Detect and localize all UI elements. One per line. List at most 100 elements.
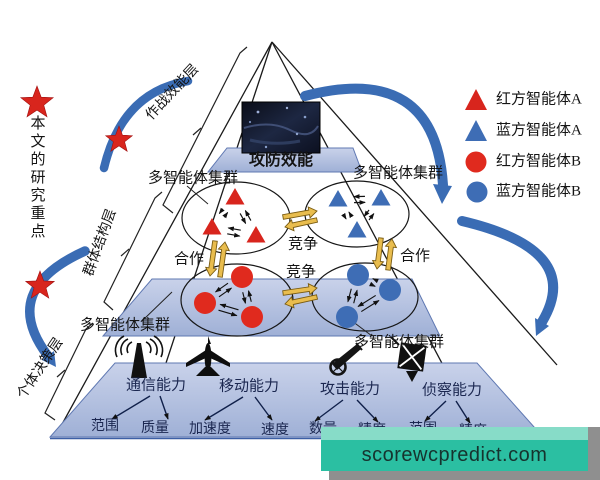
compete-label-middle: 竞争 xyxy=(285,264,317,281)
capability-attr-arrow xyxy=(111,395,151,420)
cluster-label-top-left: 多智能体集群 xyxy=(147,170,239,187)
gold-block-arrow xyxy=(284,294,319,309)
interaction-double-arrow xyxy=(360,300,380,313)
capability-attr-arrow xyxy=(356,399,379,423)
gold-block-arrow xyxy=(384,238,398,271)
combat-layer-bracket xyxy=(162,46,248,214)
capability-attr-arrow xyxy=(314,399,344,422)
interaction-double-arrow xyxy=(247,290,253,302)
attr-label-quality: 质量 xyxy=(141,421,169,436)
interaction-double-arrow xyxy=(372,278,379,284)
interaction-double-arrow xyxy=(353,289,359,304)
red-agent-b-icon xyxy=(231,266,253,288)
individual-layer-bracket xyxy=(44,322,94,421)
agent-shapes xyxy=(194,188,401,328)
flow-arrow-top-right xyxy=(300,83,448,190)
interaction-double-arrow xyxy=(363,209,370,218)
red-agent-b-icon xyxy=(241,306,263,328)
focus-stars xyxy=(19,85,134,299)
capability-label-comm: 通信能力 xyxy=(125,377,187,394)
interaction-double-arrow xyxy=(222,211,229,219)
airplane-icon xyxy=(186,336,230,376)
watermark: scorewcpredict.com xyxy=(321,440,588,471)
blue-agent-a-icon xyxy=(347,221,367,238)
interaction-double-arrow xyxy=(227,232,241,238)
blue-agent-b-icon xyxy=(347,264,369,286)
flow-arrowhead-top-right xyxy=(433,184,452,204)
flow-arrow-bottom-right xyxy=(457,216,559,327)
capability-attr-arrow xyxy=(204,396,244,421)
research-focus-star-icon xyxy=(19,85,55,118)
interaction-double-arrow xyxy=(346,288,352,303)
coop-label-left: 合作 xyxy=(173,251,205,268)
blue-agent-b-icon xyxy=(336,306,358,328)
research-focus-star-icon xyxy=(104,125,134,152)
interaction-double-arrow xyxy=(348,211,354,219)
flow-arrowhead-bottom-left xyxy=(42,351,56,367)
capability-icons xyxy=(114,335,427,382)
capability-attr-arrows xyxy=(111,395,471,424)
interaction-double-arrow xyxy=(369,281,376,287)
flow-arrowhead-bottom-right xyxy=(535,318,549,336)
individual-bracket-tick xyxy=(56,369,66,378)
red-agent-a-icon xyxy=(202,218,222,235)
gold-block-arrow xyxy=(204,240,218,277)
group-bracket-tick xyxy=(120,248,130,257)
interaction-double-arrow xyxy=(218,287,233,298)
watermark-text: scorewcpredict.com xyxy=(361,444,548,466)
legend-label-blue-b: 蓝方智能体B xyxy=(496,183,582,200)
cluster-label-top-right: 多智能体集群 xyxy=(352,165,444,182)
capability-attr-arrow xyxy=(159,395,169,420)
layer-bands xyxy=(48,147,545,440)
antenna-icon xyxy=(114,335,164,378)
watermark-shadow-bottom xyxy=(329,471,600,480)
research-focus-label: 本文的研究重点 xyxy=(28,115,45,241)
interaction-double-arrow xyxy=(227,226,241,232)
cluster-label-bottom-left: 多智能体集群 xyxy=(79,317,171,334)
night-battle-image xyxy=(241,101,321,154)
gold-block-arrow xyxy=(282,206,318,220)
combat-bracket-tick xyxy=(192,127,202,136)
blue-agent-b-icon xyxy=(379,279,401,301)
agent-interaction-arrows xyxy=(214,194,380,317)
capability-attr-arrow xyxy=(254,396,273,421)
legend-label-blue-a: 蓝方智能体A xyxy=(496,122,582,139)
red-agent-a-icon xyxy=(246,226,266,243)
flow-arrow-top-left xyxy=(99,76,193,173)
coop-label-right: 合作 xyxy=(399,248,431,265)
compete-coop-arrows xyxy=(204,206,398,309)
capability-label-recon: 侦察能力 xyxy=(421,382,483,399)
layer-brackets xyxy=(44,46,248,421)
gold-block-arrow xyxy=(284,217,319,232)
legend-label-red-a: 红方智能体A xyxy=(496,91,582,108)
legend-label-red-b: 红方智能体B xyxy=(496,153,582,170)
watermark-top-strip xyxy=(321,427,588,440)
research-focus-star-icon xyxy=(24,270,56,299)
interaction-double-arrow xyxy=(341,212,347,220)
cannon-icon xyxy=(329,342,363,376)
red-agent-a-icon xyxy=(225,188,245,205)
group-layer-bracket xyxy=(103,191,163,311)
interaction-double-arrow xyxy=(357,294,377,307)
blue-agent-a-icon xyxy=(328,190,348,207)
watermark-shadow-right xyxy=(588,427,600,480)
attr-label-acceleration: 加速度 xyxy=(189,422,231,437)
attr-label-speed: 速度 xyxy=(261,423,289,438)
gold-block-arrow xyxy=(217,241,231,278)
pyramid-left-edge xyxy=(54,41,273,438)
interaction-double-arrow xyxy=(241,292,247,304)
interaction-double-arrow xyxy=(219,303,239,311)
radar-icon xyxy=(390,336,427,382)
capability-label-attack: 攻击能力 xyxy=(319,381,381,398)
attr-label-range-1: 范围 xyxy=(91,419,119,434)
capability-attr-arrow xyxy=(455,400,471,424)
cluster-label-bottom-right: 多智能体集群 xyxy=(353,334,445,351)
gold-block-arrow xyxy=(371,237,385,270)
capability-label-move: 移动能力 xyxy=(218,378,280,395)
interaction-double-arrow xyxy=(239,213,247,225)
interaction-double-arrow xyxy=(218,309,238,317)
gold-block-arrow xyxy=(282,282,318,296)
red-agent-b-icon xyxy=(194,292,216,314)
